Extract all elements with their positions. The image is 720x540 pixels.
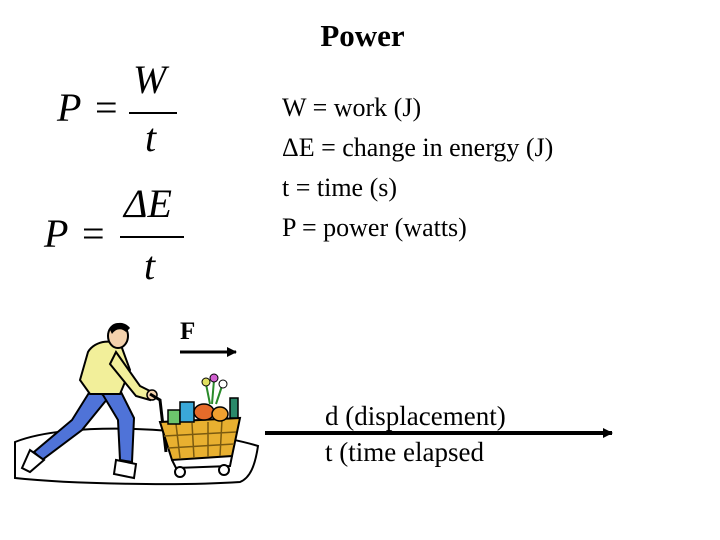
- back-shoe: [20, 448, 46, 474]
- motion-labels: d (displacement) t (time elapsed: [325, 398, 506, 470]
- formula1-numerator: W: [133, 57, 167, 102]
- formula2-lhs: P: [44, 211, 69, 256]
- grocery-bread: [193, 403, 215, 421]
- formula1-denominator: t: [145, 115, 157, 160]
- grocery-can: [167, 409, 181, 425]
- displacement-label: d (displacement): [325, 401, 506, 431]
- formula1-equals: =: [95, 85, 118, 130]
- definition-work: W = work (J): [282, 93, 422, 122]
- formula2-denominator: t: [144, 243, 156, 288]
- flower-1: [201, 377, 211, 387]
- power-work-formula: P = W t: [55, 57, 185, 162]
- variable-definitions: W = work (J) ΔE = change in energy (J) t…: [282, 88, 553, 248]
- flower-2: [209, 373, 219, 383]
- cart-frame: [171, 455, 233, 470]
- definition-time: t = time (s): [282, 173, 398, 202]
- grocery-fruit: [211, 406, 229, 422]
- shopper-with-cart-illustration: [14, 322, 260, 486]
- front-shoe: [112, 458, 138, 480]
- definition-energy: ΔE = change in energy (J): [282, 133, 554, 162]
- formula1-lhs: P: [57, 85, 82, 130]
- cart-wheel-left: [174, 466, 186, 478]
- force-label: F: [180, 318, 196, 345]
- formula2-fraction-bar: [120, 236, 184, 238]
- slide-title: Power: [320, 18, 405, 53]
- grocery-bottle: [229, 397, 239, 419]
- cart-wheel-right: [218, 464, 230, 476]
- cart-grid: [163, 419, 237, 459]
- formula2-equals: =: [82, 211, 105, 256]
- hair: [110, 322, 130, 334]
- definition-power: P = power (watts): [282, 213, 467, 242]
- grocery-box: [179, 401, 195, 423]
- formula2-numerator: ΔE: [124, 181, 172, 226]
- formula1-fraction-bar: [129, 112, 177, 114]
- time-elapsed-label: t (time elapsed: [325, 437, 484, 467]
- flower-bouquet: [205, 379, 223, 405]
- power-energy-formula: P = ΔE t: [42, 180, 202, 290]
- flower-3: [218, 379, 228, 389]
